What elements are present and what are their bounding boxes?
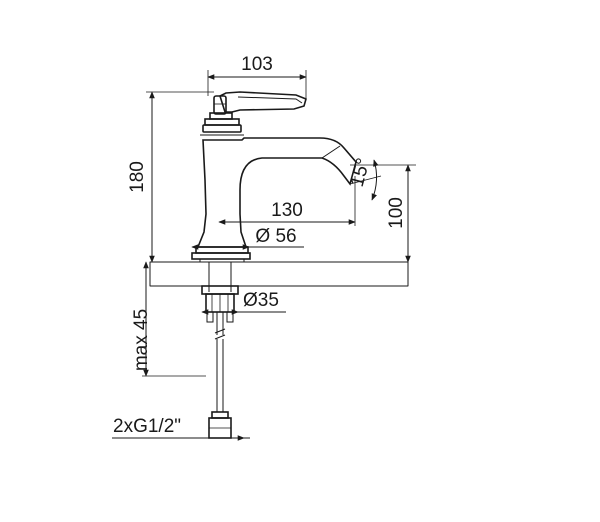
dimension-connection: 2xG1/2" <box>112 416 250 441</box>
dimension-spout-height: 100 <box>350 164 416 263</box>
countertop-hatch <box>149 261 409 287</box>
spout-angle-label: 15° <box>347 156 375 189</box>
handle-hub <box>213 95 227 115</box>
dimension-base-diameter: Ø 56 <box>191 226 304 250</box>
width-label: 103 <box>241 54 273 75</box>
cap-ring-mid <box>204 118 240 126</box>
hose-ferrule <box>211 411 229 419</box>
dimension-max-thickness: max 45 <box>131 261 206 377</box>
under-counter-assembly <box>201 262 239 439</box>
dimension-spout-angle: 15° <box>347 156 382 201</box>
shank-diameter-label: Ø35 <box>243 290 279 311</box>
spout-reach-label: 130 <box>271 200 303 221</box>
spout-height-label: 100 <box>386 197 407 229</box>
dimension-spout-reach: 130 <box>218 176 356 226</box>
locking-nut <box>201 285 239 295</box>
lever-handle <box>219 91 307 113</box>
base-flange <box>195 246 249 254</box>
height-label: 180 <box>127 161 148 193</box>
base-diameter-label: Ø 56 <box>255 226 296 247</box>
cap-ring-bottom <box>202 124 242 133</box>
dimension-height: 180 <box>127 91 214 263</box>
dimension-shank-diameter: Ø35 <box>201 290 286 315</box>
faucet-body <box>191 91 357 263</box>
countertop <box>149 261 409 287</box>
mounting-bolt-left <box>206 311 214 323</box>
dimension-width: 103 <box>207 54 307 98</box>
connection-thread-label: 2xG1/2" <box>113 416 181 437</box>
spout-body <box>196 137 357 248</box>
mounting-bolt-right <box>226 311 234 323</box>
base-plate <box>191 252 251 260</box>
mounting-hole <box>205 262 235 286</box>
max-thickness-label: max 45 <box>131 309 152 371</box>
